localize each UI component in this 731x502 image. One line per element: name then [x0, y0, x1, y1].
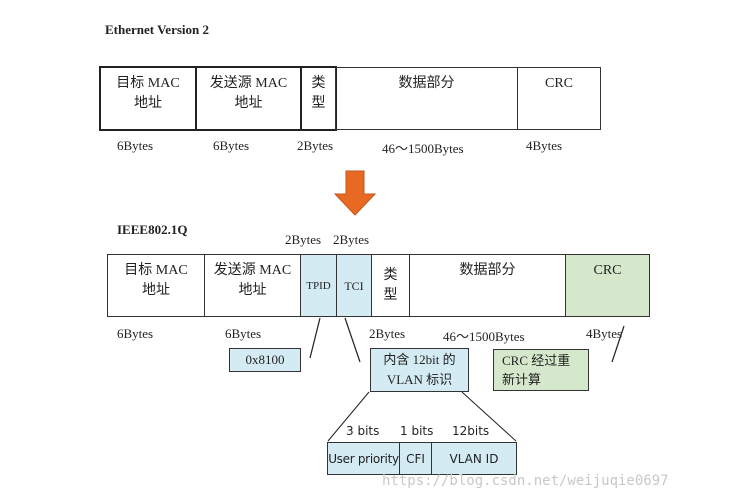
q-src-mac-label: 发送源 MAC 地址	[213, 263, 292, 298]
q-size-type: 2Bytes	[369, 326, 406, 341]
q-title: IEEE802.1Q	[117, 222, 188, 237]
tci-user-priority-label: User priority	[328, 452, 399, 466]
eth2-size-src: 6Bytes	[213, 138, 250, 153]
crc-note-text: CRC 经过重新计算	[502, 353, 571, 387]
eth2-size-type: 2Bytes	[297, 138, 334, 153]
q-size-crc: 4Bytes	[586, 326, 623, 341]
eth2-crc: CRC	[517, 67, 601, 130]
q-tpid-size: 2Bytes	[285, 232, 322, 247]
eth2-size-dst: 6Bytes	[117, 138, 154, 153]
q-crc-label: CRC	[593, 263, 622, 278]
tpid-value-text: 0x8100	[245, 352, 285, 367]
eth2-src-mac: 发送源 MAC 地址	[195, 66, 302, 131]
eth2-data-label: 数据部分	[398, 76, 455, 91]
tci-desc-callout: 内含 12bit 的 VLAN 标识	[370, 348, 469, 392]
tci-bits-priority: 3 bits	[346, 424, 380, 438]
q-tpid-label: TPID	[306, 279, 331, 292]
tci-pointer-line	[344, 317, 361, 363]
q-size-src: 6Bytes	[225, 326, 262, 341]
tci-cfi-label: CFI	[406, 452, 425, 466]
q-dst-mac-label: 目标 MAC 地址	[124, 263, 188, 298]
q-dst-mac: 目标 MAC 地址	[107, 254, 205, 317]
eth2-title: Ethernet Version 2	[105, 22, 209, 37]
q-size-dst: 6Bytes	[117, 326, 154, 341]
q-data-label: 数据部分	[459, 263, 516, 278]
eth2-type-label: 类型	[311, 76, 326, 111]
tci-expand-left-line	[327, 391, 370, 442]
eth2-crc-label: CRC	[544, 76, 573, 91]
tpid-pointer-line	[309, 317, 321, 359]
tci-vlan-id-label: VLAN ID	[449, 452, 499, 466]
q-crc: CRC	[565, 254, 650, 317]
tci-bits-cfi: 1 bits	[400, 424, 434, 438]
q-size-data: 46～1500Bytes	[443, 329, 525, 344]
tci-expand-right-line	[461, 391, 517, 442]
eth2-size-crc: 4Bytes	[526, 138, 563, 153]
tci-cfi: CFI	[399, 442, 432, 475]
tci-bits-vlan: 12bits	[452, 424, 490, 438]
eth2-src-mac-label: 发送源 MAC 地址	[209, 76, 288, 111]
q-tpid: TPID	[300, 254, 337, 317]
q-tci: TCI	[336, 254, 372, 317]
tci-desc-text: 内含 12bit 的 VLAN 标识	[383, 352, 456, 387]
tci-user-priority: User priority	[327, 442, 400, 475]
crc-pointer-line	[611, 325, 625, 363]
crc-note-callout: CRC 经过重新计算	[493, 349, 589, 391]
tci-vlan-id: VLAN ID	[431, 442, 517, 475]
eth2-type: 类型	[300, 66, 337, 131]
eth2-dst-mac-label: 目标 MAC 地址	[116, 76, 180, 111]
q-tci-size: 2Bytes	[333, 232, 370, 247]
eth2-size-data: 46～1500Bytes	[382, 141, 464, 156]
tpid-value-callout: 0x8100	[229, 348, 301, 372]
down-arrow-icon	[333, 170, 377, 216]
watermark: https://blog.csdn.net/weijuqie0697	[382, 473, 669, 489]
q-tci-label: TCI	[344, 278, 364, 293]
q-type-label: 类型	[383, 267, 398, 303]
